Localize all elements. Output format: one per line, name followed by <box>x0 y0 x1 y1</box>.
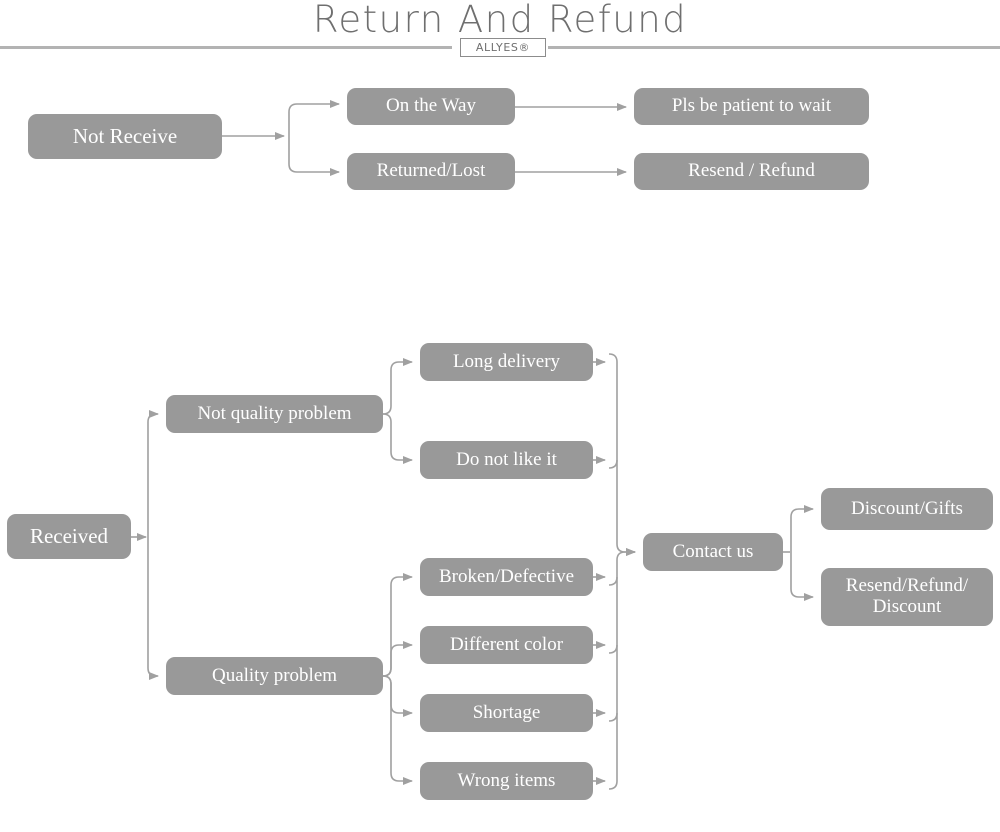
brand-label: ALLYES® <box>475 41 531 54</box>
divider-line-left <box>0 46 452 49</box>
merge-line-lower <box>608 548 636 790</box>
edge-not-quality-to-long-delivery <box>382 358 413 415</box>
edge-quality-to-different-color <box>382 641 413 677</box>
edge-split-to-on-the-way <box>288 100 340 136</box>
node-long-delivery[interactable]: Long delivery <box>420 343 593 381</box>
edge-contact-us-to-resend-refund-discount <box>790 552 814 601</box>
node-quality-problem[interactable]: Quality problem <box>166 657 383 695</box>
brand-badge: ALLYES® <box>460 38 546 57</box>
page-header: Return And Refund ALLYES® <box>0 0 1000 62</box>
merge-line-upper <box>608 353 636 556</box>
node-resend-refund-discount[interactable]: Resend/Refund/ Discount <box>821 568 993 626</box>
edge-split-to-returned-lost <box>288 136 340 176</box>
edge-received-to-not-quality <box>147 410 159 537</box>
edge-not-quality-to-do-not-like-it <box>382 413 413 464</box>
edge-received-to-quality <box>147 537 159 680</box>
node-on-the-way[interactable]: On the Way <box>347 88 515 125</box>
edge-contact-us-to-discount-gifts <box>790 505 814 552</box>
merge-stub-lower-a <box>608 576 618 586</box>
edge-quality-to-wrong-items <box>382 675 413 785</box>
node-returned-lost[interactable]: Returned/Lost <box>347 153 515 190</box>
merge-stub-upper-lower <box>608 459 618 469</box>
node-shortage[interactable]: Shortage <box>420 694 593 732</box>
node-discount-gifts[interactable]: Discount/Gifts <box>821 488 993 530</box>
node-do-not-like-it[interactable]: Do not like it <box>420 441 593 479</box>
merge-stub-lower-b <box>608 644 618 654</box>
node-contact-us[interactable]: Contact us <box>643 533 783 571</box>
edge-quality-to-broken-defective <box>382 573 413 677</box>
node-broken-defective[interactable]: Broken/Defective <box>420 558 593 596</box>
merge-stub-lower-c <box>608 712 618 722</box>
node-different-color[interactable]: Different color <box>420 626 593 664</box>
node-resend-refund[interactable]: Resend / Refund <box>634 153 869 190</box>
divider-line-right <box>548 46 1000 49</box>
node-wrong-items[interactable]: Wrong items <box>420 762 593 800</box>
node-received[interactable]: Received <box>7 514 131 559</box>
page-title: Return And Refund <box>312 0 688 41</box>
node-not-receive[interactable]: Not Receive <box>28 114 222 159</box>
edge-quality-to-shortage <box>382 675 413 717</box>
node-not-quality-problem[interactable]: Not quality problem <box>166 395 383 433</box>
node-pls-be-patient-to-wait[interactable]: Pls be patient to wait <box>634 88 869 125</box>
